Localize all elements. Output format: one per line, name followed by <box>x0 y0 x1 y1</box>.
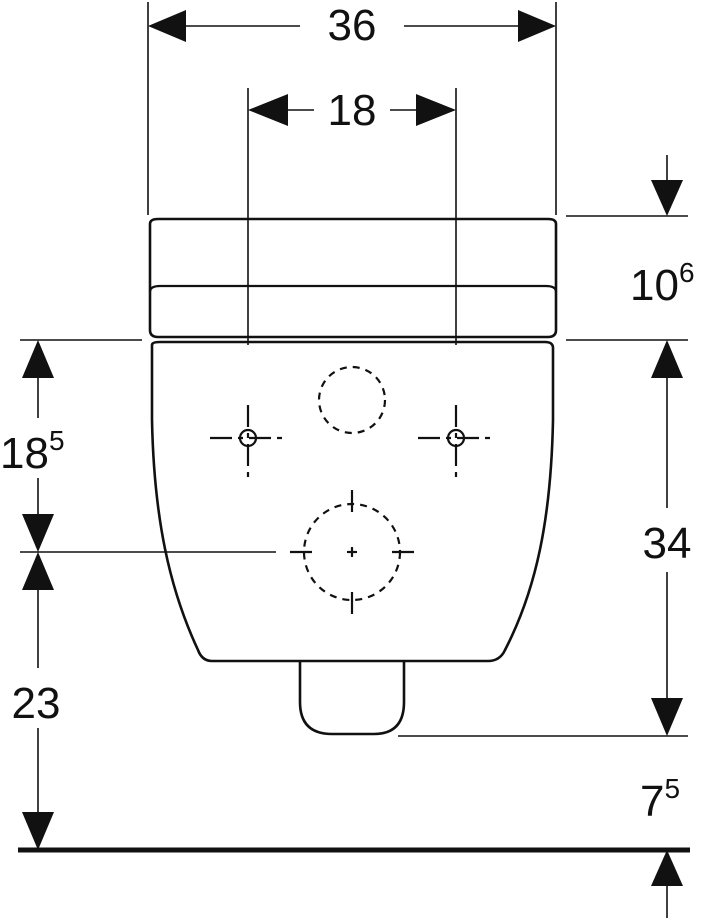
overall-width-dimension: 36 <box>147 1 557 215</box>
arrow-right-icon <box>518 10 556 42</box>
arrow-down-icon <box>22 514 54 552</box>
arrow-down-icon <box>22 812 54 850</box>
arrow-up-icon <box>651 850 683 886</box>
outlet-gap-label: 75 <box>640 773 680 826</box>
fixing-spacing-label: 18 <box>328 86 377 135</box>
arrow-up-icon <box>22 340 54 378</box>
arrow-down-icon <box>651 698 683 736</box>
arrow-left-icon <box>148 10 186 42</box>
outlet-height-label: 23 <box>12 679 61 728</box>
fixing-hole-icon <box>238 428 258 448</box>
arrow-down-icon <box>651 180 683 216</box>
fixing-point-right <box>418 405 494 478</box>
fixing-hole-icon <box>446 428 466 448</box>
fixing-spacing-dimension: 18 <box>247 86 457 345</box>
toilet-seat-lid <box>148 217 558 339</box>
arrow-right-icon <box>416 94 456 126</box>
overall-width-label: 36 <box>328 1 377 50</box>
fixing-height-label: 185 <box>0 425 65 478</box>
rim-to-floor-dimension: 34 <box>643 340 692 736</box>
seat-height-label: 106 <box>630 257 695 310</box>
flush-inlet-circle <box>317 365 387 435</box>
arrow-left-icon <box>248 94 288 126</box>
toilet-bowl <box>150 340 555 736</box>
arrow-up-icon <box>651 340 683 378</box>
outlet-height-dimension: 23 <box>12 552 61 850</box>
rim-to-floor-label: 34 <box>643 519 692 568</box>
arrow-up-icon <box>22 552 54 590</box>
fixing-height-dimension: 185 <box>0 340 65 552</box>
seat-height-dimension: 106 <box>630 155 695 310</box>
outlet-circle <box>290 490 414 614</box>
outlet-gap-dimension: 75 <box>640 773 683 918</box>
fixing-point-left <box>210 405 286 478</box>
